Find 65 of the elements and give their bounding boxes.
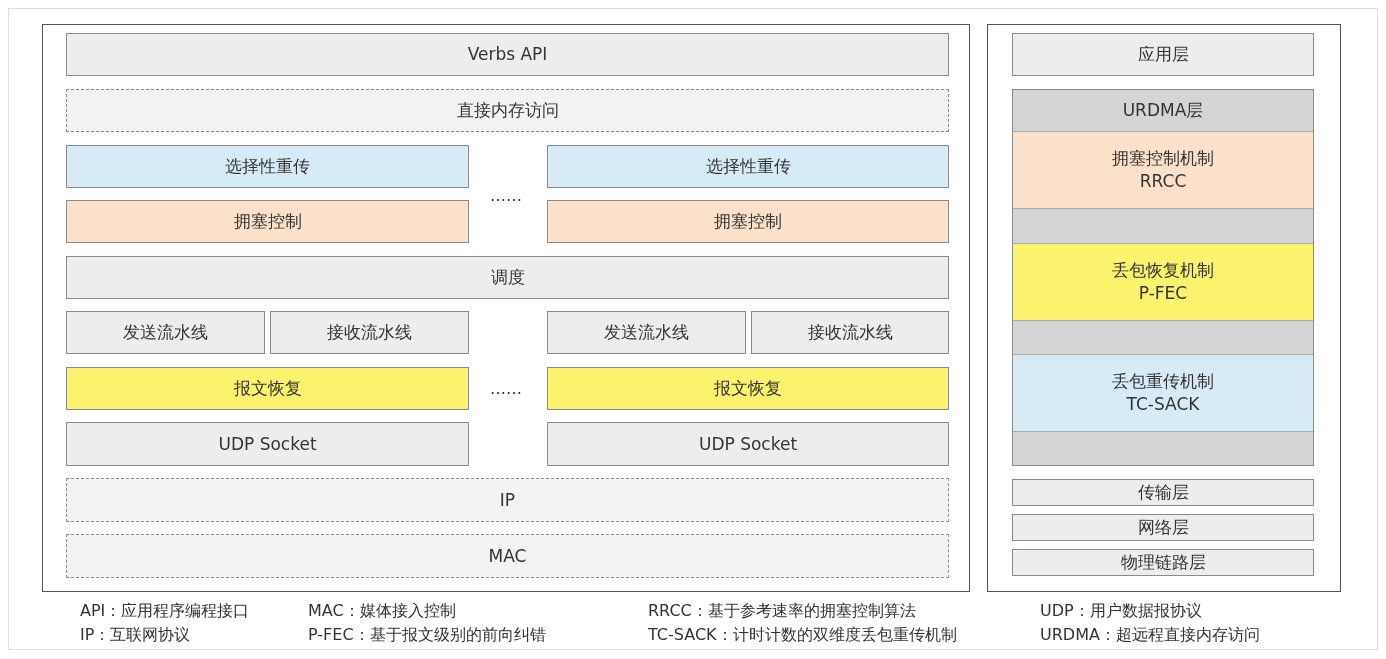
layer-label: 直接内存访问 — [456, 99, 559, 122]
footnote: TC-SACK：计时计数的双维度丢包重传机制 — [648, 625, 957, 645]
layer-box — [1012, 89, 1314, 466]
mechanism-box — [1013, 243, 1313, 321]
module-box — [66, 200, 469, 243]
layer-box — [66, 33, 949, 76]
layer-box — [66, 89, 949, 132]
footnote: UDP：用户数据报协议 — [1040, 601, 1202, 621]
module-box — [66, 422, 469, 466]
layer-label: UDP Socket — [698, 432, 798, 456]
module-box — [547, 367, 949, 410]
footnote: URDMA：超远程直接内存访问 — [1040, 625, 1260, 645]
layer-label: 拥塞控制机制 — [1112, 147, 1214, 170]
module-box — [547, 145, 949, 188]
panel — [42, 24, 970, 592]
abbreviation-label: P-FEC — [1138, 282, 1188, 305]
layer-label: 选择性重传 — [225, 155, 310, 178]
layer-label: IP — [499, 488, 516, 512]
layer-label: 传输层 — [1137, 481, 1189, 504]
layer-label: URDMA层 — [1121, 99, 1205, 122]
footnote: MAC：媒体接入控制 — [308, 601, 456, 621]
layer-label: 调度 — [490, 266, 525, 289]
module-box — [66, 145, 469, 188]
layer-box — [1012, 33, 1314, 76]
layer-box — [66, 534, 949, 578]
footnote: P-FEC：基于报文级别的前向纠错 — [308, 625, 546, 645]
layer-label: UDP Socket — [218, 432, 317, 456]
layer-label: 发送流水线 — [123, 321, 208, 344]
layer-label: 网络层 — [1137, 516, 1189, 539]
layer-label: 拥塞控制 — [233, 210, 302, 233]
layer-label: 报文恢复 — [233, 377, 302, 400]
layer-label: 丢包恢复机制 — [1112, 259, 1214, 282]
layer-box — [66, 256, 949, 299]
layer-label: 物理链路层 — [1120, 551, 1206, 574]
mechanism-box — [1013, 131, 1313, 209]
module-box — [547, 311, 746, 354]
footnote: RRCC：基于参考速率的拥塞控制算法 — [648, 601, 916, 621]
layer-box — [1012, 479, 1314, 506]
layer-label: 接收流水线 — [807, 321, 893, 344]
layer-box — [1012, 514, 1314, 541]
layer-label: MAC — [488, 544, 527, 568]
layer-label: 拥塞控制 — [714, 210, 782, 233]
layer-label: 丢包重传机制 — [1112, 370, 1214, 393]
layer-box — [66, 478, 949, 522]
module-box — [66, 311, 265, 354]
layer-box — [1012, 549, 1314, 576]
mechanism-box — [1013, 354, 1313, 432]
layer-label: 应用层 — [1137, 43, 1189, 66]
module-box — [270, 311, 469, 354]
footnote: IP：互联网协议 — [80, 625, 191, 645]
layer-label: Verbs API — [467, 43, 548, 66]
layer-label: 发送流水线 — [604, 321, 689, 344]
panel — [987, 24, 1341, 592]
module-box — [66, 367, 469, 410]
footnote: API：应用程序编程接口 — [80, 601, 250, 621]
module-box — [547, 422, 949, 466]
module-box — [751, 311, 949, 354]
module-box — [547, 200, 949, 243]
layer-label: 选择性重传 — [705, 155, 791, 178]
layer-label: 报文恢复 — [714, 377, 782, 400]
ellipsis: …… — [490, 379, 522, 399]
ellipsis: …… — [490, 186, 522, 206]
abbreviation-label: TC-SACK — [1126, 393, 1200, 416]
abbreviation-label: RRCC — [1139, 170, 1187, 193]
layer-label: 接收流水线 — [327, 321, 412, 344]
